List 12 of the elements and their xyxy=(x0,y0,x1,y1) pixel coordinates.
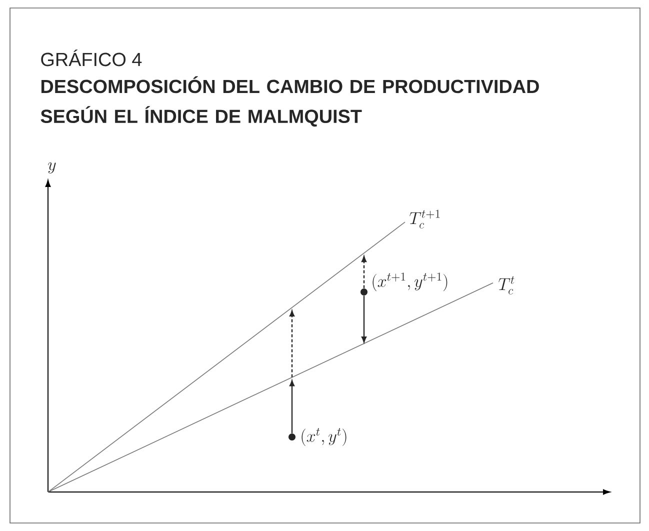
axis-label: $y$ xyxy=(48,162,56,174)
dashed-arrow xyxy=(361,256,367,288)
point-label: $(x^{t}, y^{t})$ xyxy=(302,428,346,446)
arrow xyxy=(361,296,367,343)
frontier-label: $T_c^{t+1}$ xyxy=(410,210,440,228)
title: DESCOMPOSICIÓN DEL CAMBIO DE PRODUCTIVIDAD SEGÚN EL ÍNDICE DE MALMQUIST xyxy=(40,76,539,127)
data-point xyxy=(288,434,296,440)
arrow xyxy=(289,380,295,434)
data-point xyxy=(360,288,368,296)
figure-number: GRÁFICO 4 xyxy=(41,50,142,66)
frontier-label: $T_c^{t}$ xyxy=(498,276,514,294)
point-label: $(x^{t+1}, y^{t+1})$ xyxy=(372,272,448,292)
